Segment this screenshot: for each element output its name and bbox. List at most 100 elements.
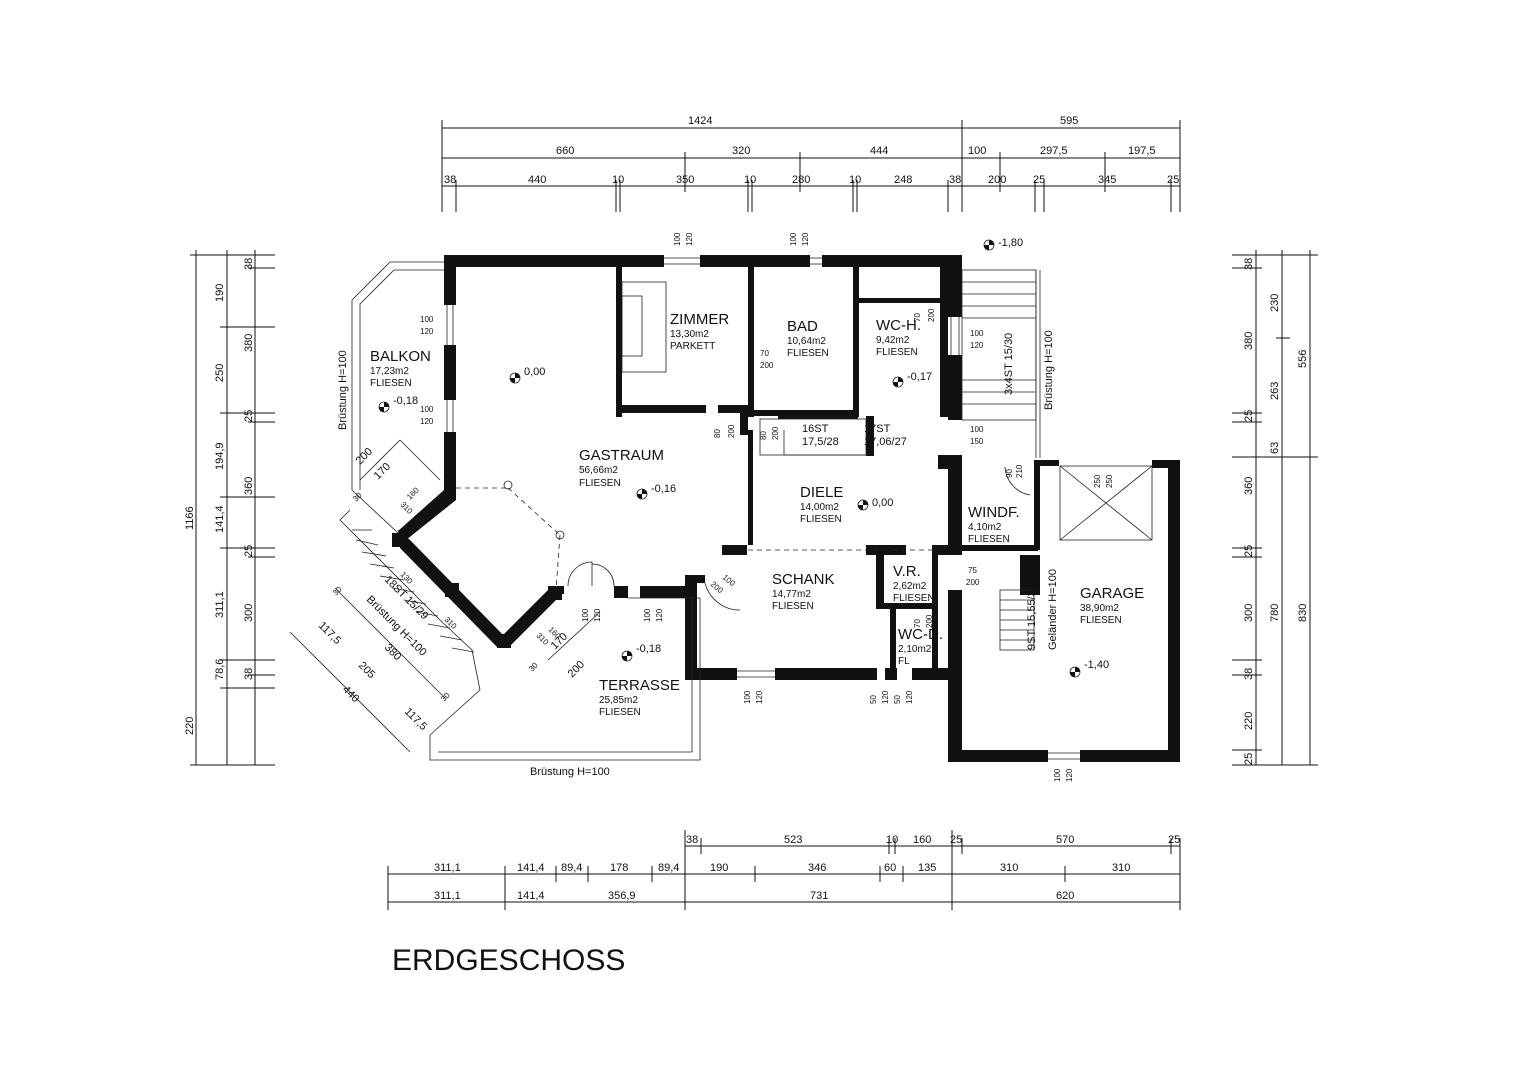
room-area: 13,30m2	[670, 329, 709, 340]
dim-text: 75	[968, 566, 977, 575]
dim-text: 117,5	[316, 620, 343, 647]
dim-text: 25	[1243, 753, 1255, 765]
dim-text: 63	[1269, 442, 1281, 454]
level-label: -0,18	[636, 643, 661, 655]
dim-text: 570	[1056, 834, 1074, 846]
room-area: 10,64m2	[787, 336, 826, 347]
dim-text: 25	[243, 410, 255, 422]
dim-text: 556	[1297, 350, 1309, 368]
dim-text: 25	[1168, 834, 1180, 846]
dimension-chains	[190, 120, 1318, 910]
dim-text: 250	[1093, 474, 1102, 488]
dim-text: 70	[760, 349, 769, 358]
dim-text: 25	[950, 834, 962, 846]
dim-text: 210	[1015, 464, 1024, 478]
dim-text: 310	[399, 500, 415, 516]
dim-text: 300	[1243, 604, 1255, 622]
outer-stair-treads	[352, 529, 475, 653]
dim-text: 523	[784, 834, 802, 846]
dim-text: 380	[1243, 332, 1255, 350]
dim-text: 135	[918, 862, 936, 874]
dim-text: 70	[913, 313, 922, 322]
dim-text: 248	[894, 174, 912, 186]
room-area: 2,10m2	[898, 644, 932, 655]
room-floor: PARKETT	[670, 341, 715, 352]
dim-text: 25	[1033, 174, 1045, 186]
level-label: 0,00	[524, 366, 545, 378]
dim-text: 10	[612, 174, 624, 186]
level-marker	[1069, 666, 1081, 678]
dim-text: 38	[1243, 258, 1255, 270]
dim-text: 160	[405, 485, 421, 501]
dim-text: 38	[243, 258, 255, 270]
room-floor: FLIESEN	[1080, 615, 1122, 626]
room-area: 14,00m2	[800, 502, 839, 513]
dim-text: 200	[354, 446, 375, 467]
dim-text: 120	[655, 608, 664, 622]
walls	[392, 255, 1180, 762]
dim-text: 197,5	[1128, 145, 1156, 157]
level-marker	[857, 499, 869, 511]
columns-round	[503, 480, 565, 540]
dim-text: 380	[243, 334, 255, 352]
dim-left: 1166 190 250 194,9 141,4 311,1 78,6 220 …	[184, 258, 255, 735]
stair-label: 17ST	[864, 423, 891, 435]
dim-text: 200	[566, 659, 587, 680]
dim-text: 120	[801, 232, 810, 246]
dim-text: 310	[535, 631, 551, 647]
room-name: ZIMMER	[670, 311, 729, 328]
dim-text: 38	[243, 668, 255, 680]
dim-text: 200	[988, 174, 1006, 186]
dim-text: 120	[1065, 768, 1074, 782]
dim-text: 100	[970, 329, 984, 338]
room-floor: FLIESEN	[893, 593, 935, 604]
dim-top-3: 38 440 10 350 10 280 10 248 38 200 25 34…	[444, 174, 1179, 186]
dim-text: 1424	[688, 115, 712, 127]
dim-top-1: 1424 595	[688, 115, 1078, 127]
room-floor: FLIESEN	[800, 514, 842, 525]
dim-text: 141,4	[214, 505, 226, 533]
dim-text: 350	[676, 174, 694, 186]
dim-text: 250	[1105, 474, 1114, 488]
dim-text: 38	[686, 834, 698, 846]
dim-text: 10	[886, 834, 898, 846]
dim-text: 100	[968, 145, 986, 157]
stair-label: 17,5/28	[802, 436, 839, 448]
dim-text: 25	[1243, 545, 1255, 557]
level-label: 0,00	[872, 497, 893, 509]
dim-text: 38	[444, 174, 456, 186]
dim-text: 380	[382, 642, 403, 663]
dim-text: 100	[743, 690, 752, 704]
room-area: 56,66m2	[579, 465, 618, 476]
dim-text: 780	[1269, 604, 1281, 622]
dim-text: 320	[732, 145, 750, 157]
dim-text: 200	[760, 361, 774, 370]
dim-text: 300	[243, 604, 255, 622]
dim-text: 200	[927, 308, 936, 322]
dim-text: 10	[744, 174, 756, 186]
level-marker	[892, 376, 904, 388]
room-name: TERRASSE	[599, 677, 680, 694]
dim-text: 280	[792, 174, 810, 186]
room-name: BALKON	[370, 348, 431, 365]
room-area: 2,62m2	[893, 581, 927, 592]
dim-text: 120	[755, 690, 764, 704]
room-name: V.R.	[893, 563, 921, 580]
room-floor: FLIESEN	[787, 348, 829, 359]
dim-text: 89,4	[658, 862, 679, 874]
thin-outlines	[339, 257, 1153, 761]
dim-text: 25	[1243, 410, 1255, 422]
dim-text: 80	[759, 431, 768, 440]
dim-text: 440	[340, 684, 361, 705]
dim-text: 190	[214, 284, 226, 302]
level-label: -1,40	[1084, 659, 1109, 671]
dim-text: 120	[970, 341, 984, 350]
room-name: GARAGE	[1080, 585, 1144, 602]
dim-text: 100	[420, 405, 434, 414]
room-floor: FLIESEN	[370, 378, 412, 389]
room-area: 14,77m2	[772, 589, 811, 600]
dim-text: 311,1	[434, 890, 461, 902]
dim-text: 830	[1297, 604, 1309, 622]
dim-text: 117,5	[402, 706, 429, 733]
